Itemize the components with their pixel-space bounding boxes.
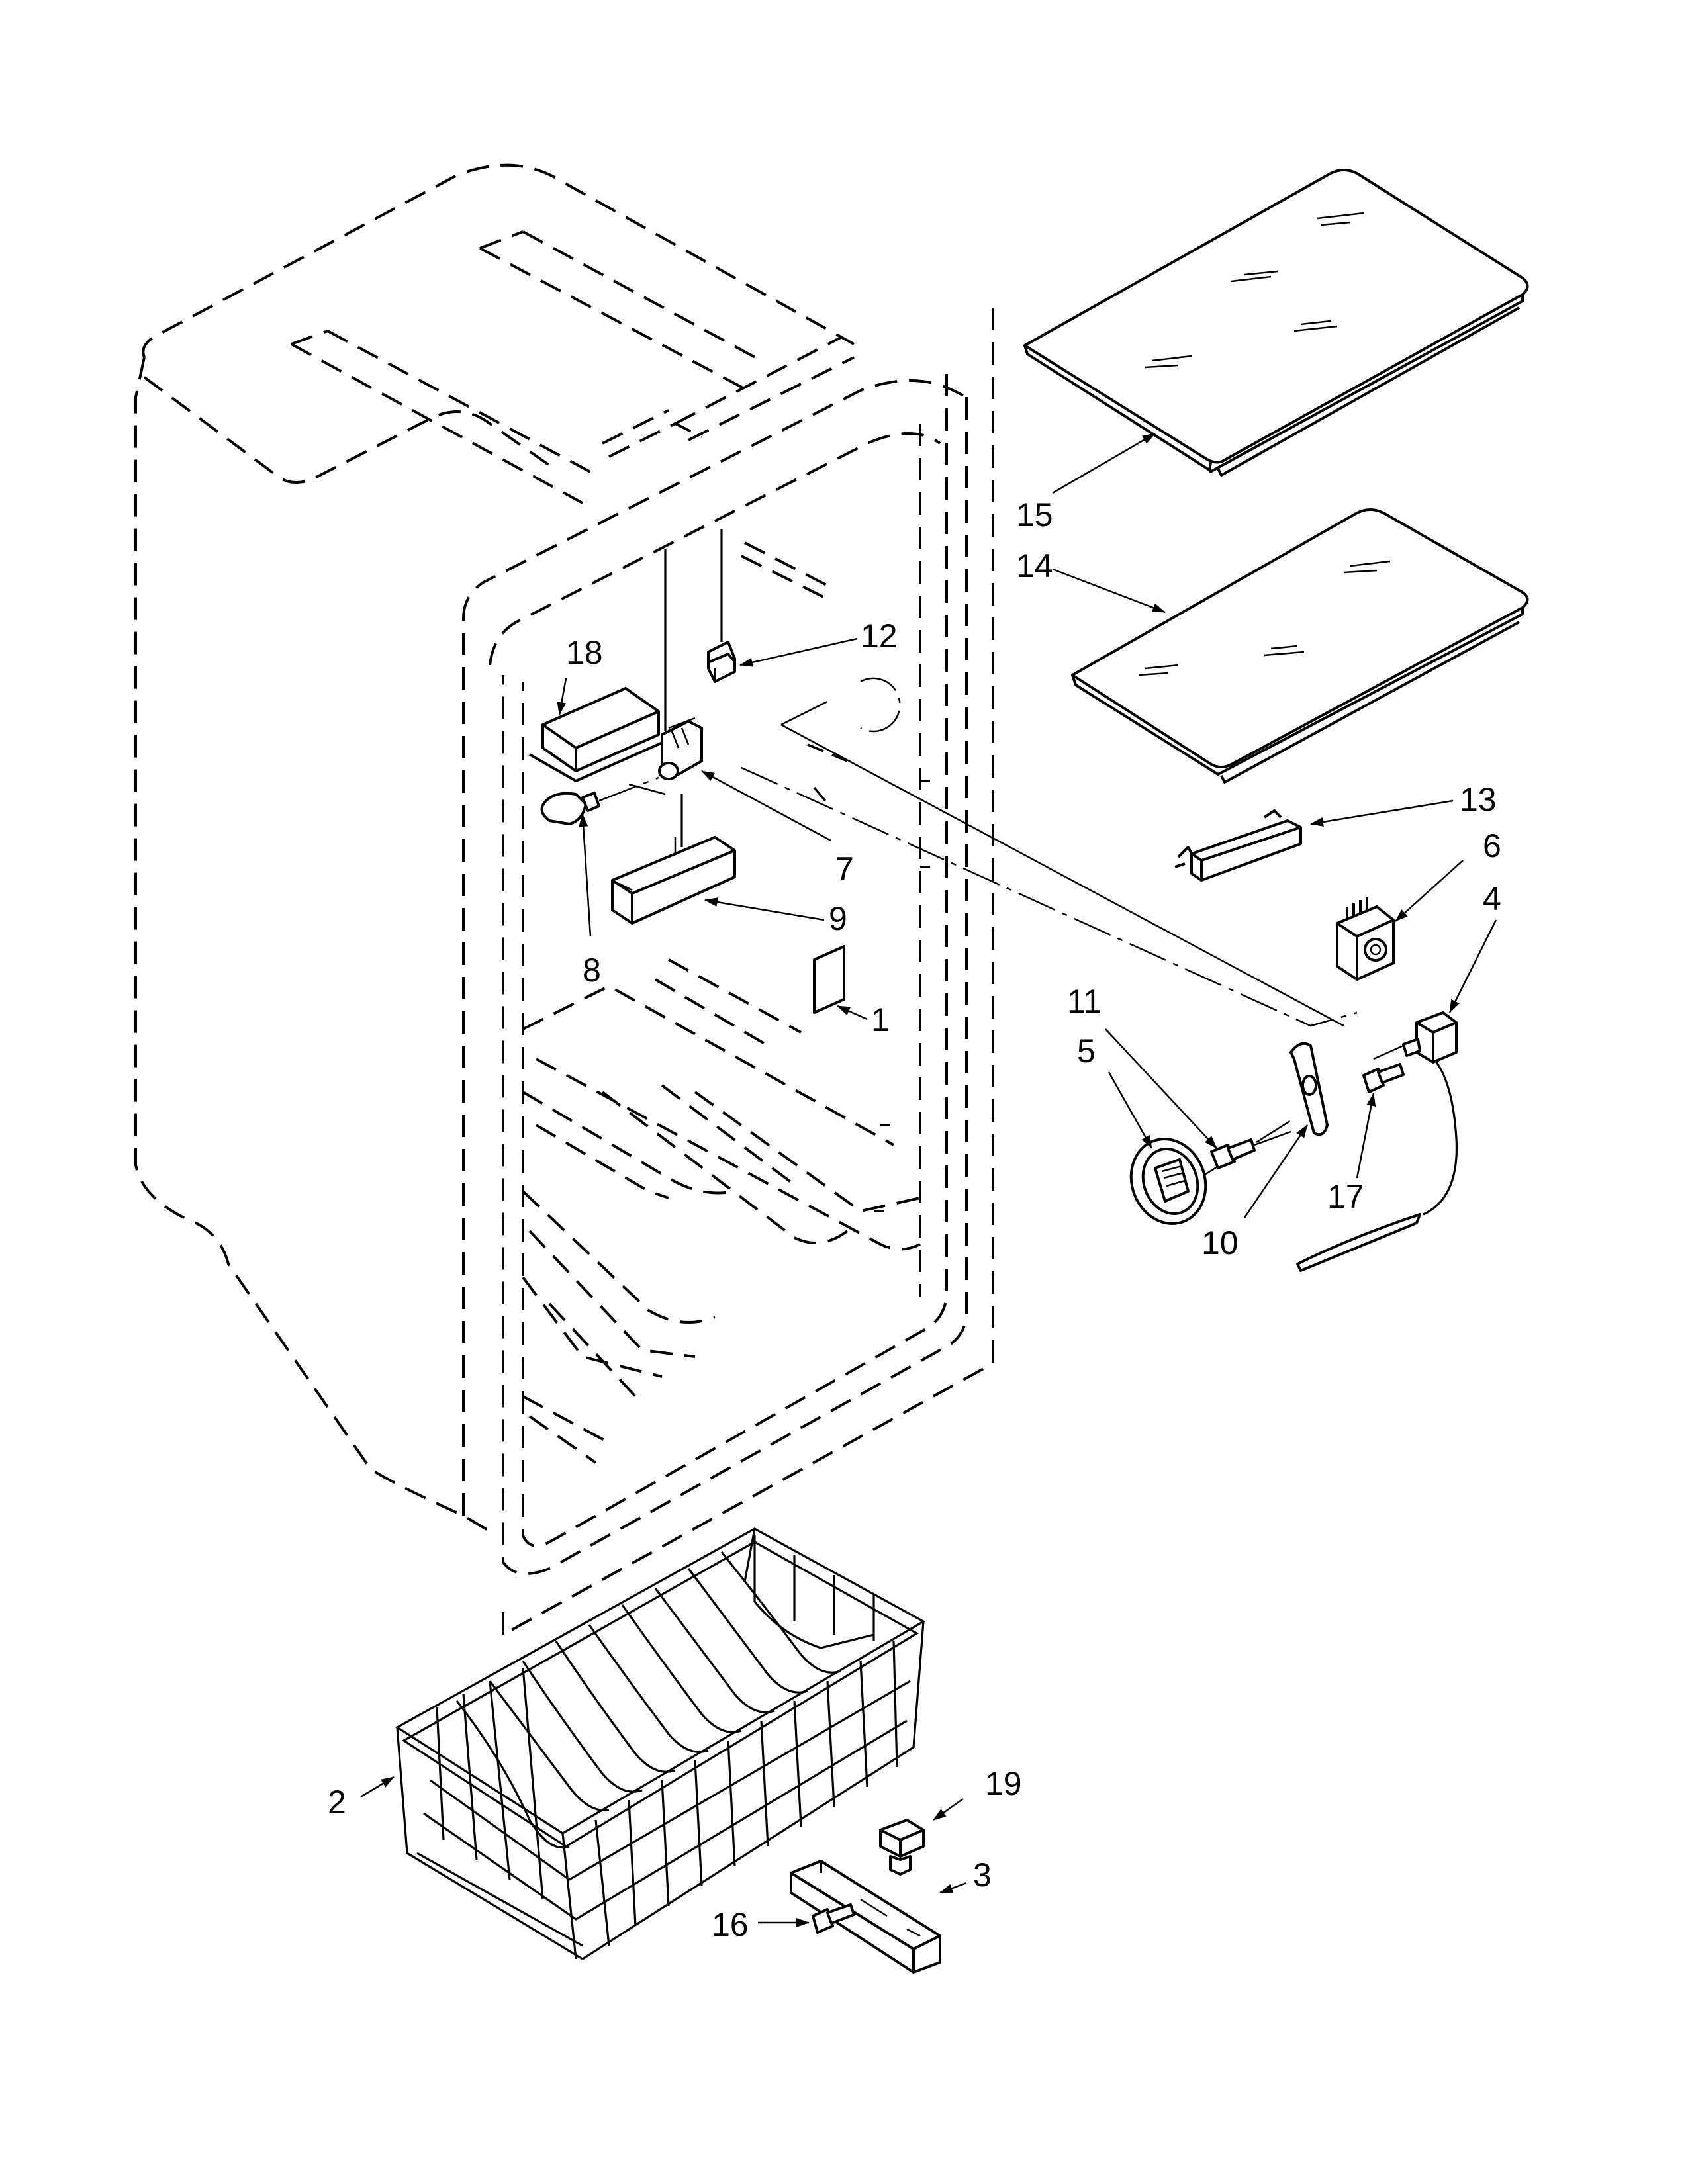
light-housing-part-18: [529, 687, 666, 782]
screw-part-16: [812, 1903, 855, 1934]
callout-7: 7: [835, 850, 854, 887]
callout-3: 3: [973, 1856, 992, 1893]
cabinet-outline: [134, 163, 994, 1636]
callout-19: 19: [985, 1765, 1022, 1802]
callout-10: 10: [1201, 1224, 1239, 1261]
light-shield-part-9: [611, 794, 736, 925]
callout-8: 8: [583, 952, 601, 989]
bumper-part-19: [879, 1819, 925, 1876]
callout-18: 18: [566, 634, 603, 671]
callout-14: 14: [1016, 547, 1053, 584]
callout-15: 15: [1016, 496, 1053, 533]
callout-6: 6: [1483, 827, 1501, 864]
callout-17: 17: [1327, 1178, 1364, 1215]
callout-2: 2: [328, 1784, 346, 1821]
clip-part-12: [707, 529, 736, 683]
callout-4: 4: [1483, 880, 1501, 917]
thermostat-part-4: [1296, 1011, 1458, 1272]
basket-rail-part-3: [790, 1860, 941, 1974]
light-bulb-part-8: [540, 776, 659, 825]
glass-shelf-part-14: [1071, 508, 1529, 784]
callout-numbers: 15 14 12 18 7 9 8 1 13 6 4 11 5 17 10 19…: [328, 496, 1501, 1943]
callout-9: 9: [829, 900, 847, 937]
callout-16: 16: [712, 1906, 749, 1943]
screw-part-17: [1362, 1063, 1405, 1093]
callout-12: 12: [861, 617, 898, 655]
glass-shelf-part-15: [1023, 169, 1529, 477]
callout-13: 13: [1460, 781, 1497, 818]
callout-leaders: [360, 432, 1497, 1927]
callout-5: 5: [1077, 1032, 1096, 1069]
label-part-1: [813, 945, 845, 1014]
callout-1: 1: [871, 1001, 890, 1038]
shelf-bracket-part-13: [1174, 809, 1302, 882]
lamp-socket-part-7: [658, 549, 703, 780]
callout-11: 11: [1067, 983, 1102, 1020]
screw-part-11: [1210, 1130, 1291, 1169]
control-cable-route: [628, 677, 1358, 1027]
switch-part-6: [1336, 897, 1395, 981]
wire-basket-part-2: [395, 1527, 926, 1960]
control-plate-part-10: [1289, 1042, 1329, 1136]
